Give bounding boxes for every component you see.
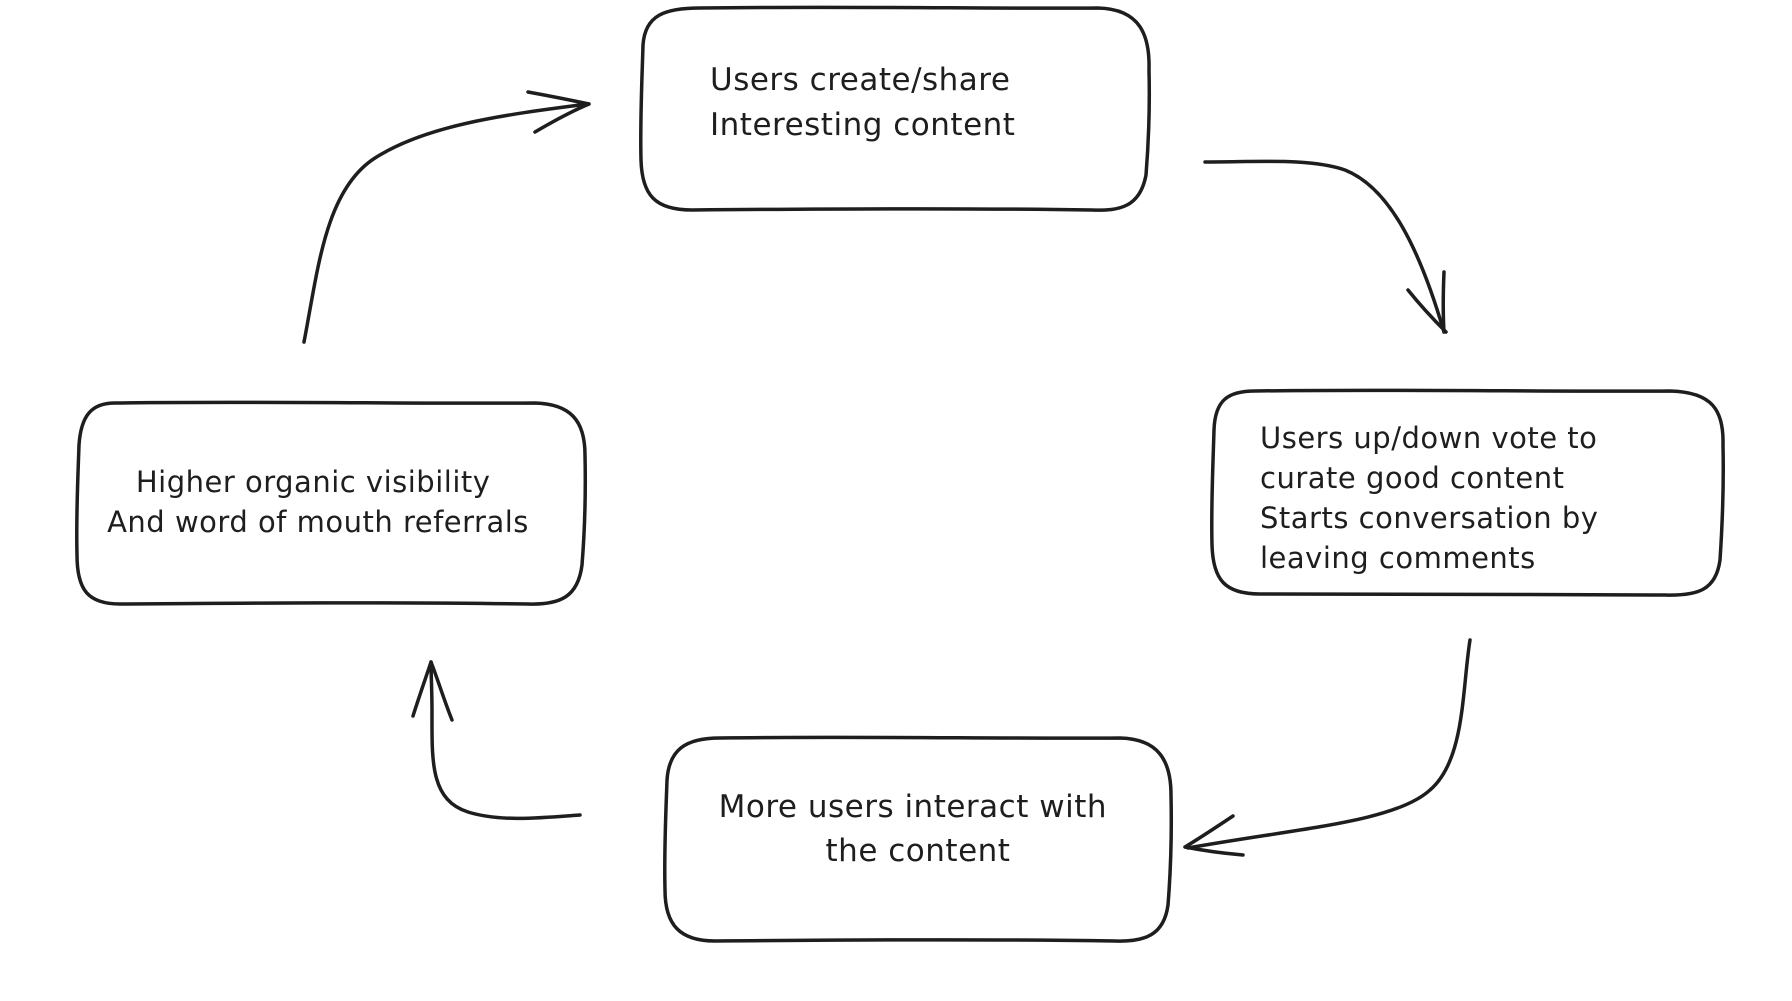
- node-vote-curate-line-2: curate good content: [1260, 461, 1565, 495]
- node-vote-curate[interactable]: Users up/down vote to curate good conten…: [1209, 388, 1726, 597]
- arrow-right-to-bottom-head: [1183, 814, 1245, 857]
- node-organic-visibility-line-1: Higher organic visibility: [136, 465, 491, 499]
- node-organic-visibility-border: [74, 400, 588, 606]
- arrow-right-to-bottom-shaft: [1186, 638, 1472, 850]
- arrow-bottom-to-left-shaft: [429, 660, 582, 821]
- node-create-share[interactable]: Users create/share Interesting content: [638, 5, 1152, 212]
- node-vote-curate-line-1: Users up/down vote to: [1260, 421, 1597, 455]
- arrow-left-to-top-shaft: [302, 102, 590, 344]
- node-more-users-interact[interactable]: More users interact with the content: [662, 735, 1174, 943]
- node-create-share-line-2: Interesting content: [710, 107, 1015, 143]
- node-more-users-interact-line-2: the content: [826, 833, 1011, 869]
- arrow-right-to-bottom: [1183, 638, 1472, 857]
- node-more-users-interact-line-1: More users interact with: [719, 789, 1107, 825]
- node-vote-curate-line-4: leaving comments: [1260, 541, 1536, 575]
- node-more-users-interact-border: [662, 735, 1174, 943]
- node-vote-curate-text: Users up/down vote to curate good conten…: [1260, 421, 1608, 575]
- arrow-top-to-right-shaft: [1203, 159, 1446, 334]
- arrow-top-to-right-head: [1406, 270, 1448, 334]
- node-create-share-text: Users create/share Interesting content: [710, 62, 1021, 143]
- arrow-bottom-to-left-head: [411, 660, 454, 722]
- node-organic-visibility-line-2: And word of mouth referrals: [107, 505, 529, 539]
- node-more-users-interact-text: More users interact with the content: [719, 789, 1118, 869]
- arrow-bottom-to-left: [411, 660, 582, 821]
- node-create-share-line-1: Users create/share: [710, 62, 1010, 98]
- node-create-share-border: [638, 5, 1152, 212]
- arrow-top-to-right: [1203, 159, 1448, 334]
- node-vote-curate-border: [1209, 388, 1726, 597]
- node-organic-visibility[interactable]: Higher organic visibility And word of mo…: [74, 400, 588, 606]
- node-organic-visibility-text: Higher organic visibility And word of mo…: [107, 465, 529, 539]
- arrow-left-to-top-head: [526, 90, 591, 134]
- arrow-left-to-top: [302, 90, 591, 344]
- node-vote-curate-line-3: Starts conversation by: [1260, 501, 1598, 535]
